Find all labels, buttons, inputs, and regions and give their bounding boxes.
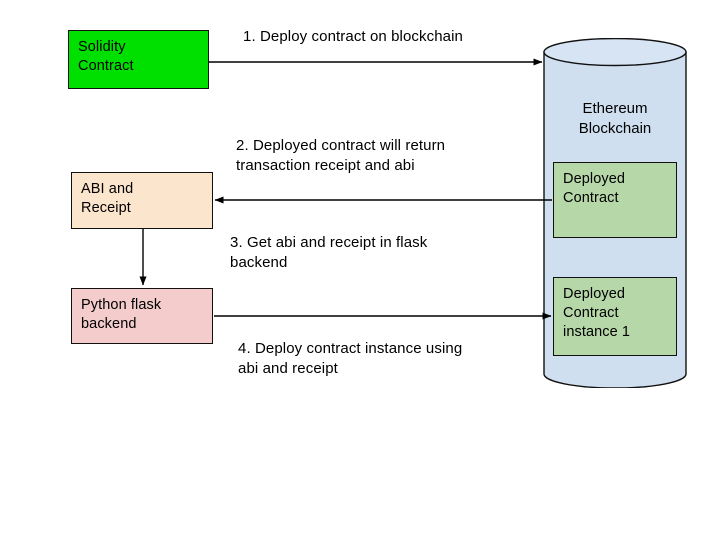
step-label-3: 3. Get abi and receipt in flask backend bbox=[230, 234, 428, 272]
node-python-flask-backend[interactable]: Python flask backend bbox=[71, 288, 213, 344]
step-label-1: 1. Deploy contract on blockchain bbox=[243, 28, 463, 45]
ethereum-blockchain-label: Ethereum Blockchain bbox=[578, 100, 652, 138]
node-deployed-contract-instance-1[interactable]: Deployed Contract instance 1 bbox=[553, 277, 677, 356]
step-label-4: 4. Deploy contract instance using abi an… bbox=[238, 340, 463, 378]
step-label-2: 2. Deployed contract will return transac… bbox=[236, 137, 446, 175]
node-deployed-contract[interactable]: Deployed Contract bbox=[553, 162, 677, 238]
node-abi-and-receipt[interactable]: ABI and Receipt bbox=[71, 172, 213, 229]
node-solidity-contract[interactable]: Solidity Contract bbox=[68, 30, 209, 89]
